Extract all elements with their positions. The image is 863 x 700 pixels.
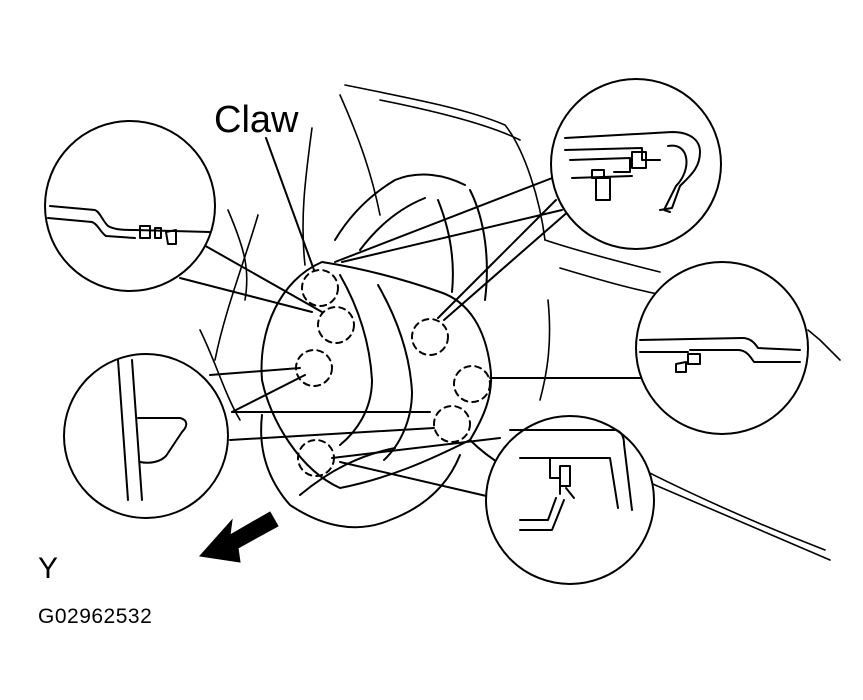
detail-callout-right <box>636 262 808 434</box>
direction-arrow <box>200 512 278 562</box>
claw-label: Claw <box>214 99 299 141</box>
detail-callout-top-right <box>551 79 721 249</box>
figure-code: G02962532 <box>38 605 153 628</box>
detail-callout-mid-left <box>64 354 228 518</box>
claw-circle <box>318 307 354 343</box>
claw-circle <box>296 350 332 386</box>
claw-leader-line <box>266 138 314 270</box>
view-direction-label: Y <box>38 552 59 585</box>
claw-circle <box>302 270 338 306</box>
claw-circle <box>454 366 490 402</box>
detail-callout-bottom-right <box>486 416 654 584</box>
detail-callout-top-left <box>45 121 215 291</box>
claw-circle <box>412 319 448 355</box>
callout-pointers <box>180 175 645 498</box>
claw-circle <box>434 406 470 442</box>
claw-circle <box>298 440 334 476</box>
